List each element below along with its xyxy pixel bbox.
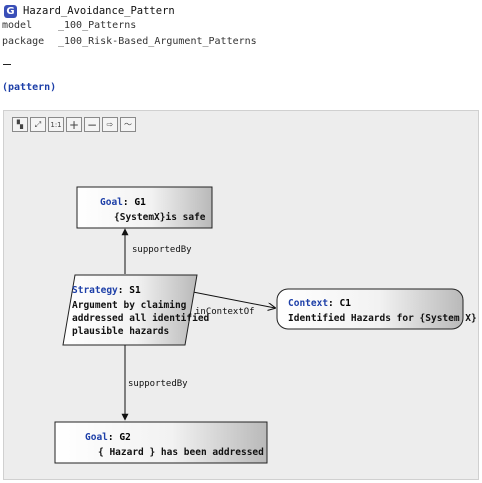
- goal-g2-kind: Goal: [85, 432, 108, 443]
- strategy-s1-id: S1: [129, 285, 141, 296]
- zoom-in-icon[interactable]: +: [66, 117, 82, 132]
- package-value: _100_Risk-Based_Argument_Patterns: [58, 36, 257, 47]
- edge-label-s1-c1: inContextOf: [195, 307, 255, 317]
- context-c1-text: Identified Hazards for {System X}: [288, 313, 477, 324]
- route-icon[interactable]: 〜: [120, 117, 136, 132]
- strategy-s1-node[interactable]: Strategy: S1 Argument by claiming addres…: [62, 274, 210, 346]
- edge-label-s1-g2: supportedBy: [128, 379, 188, 389]
- model-value: _100_Patterns: [58, 20, 137, 31]
- diagram-toolbar: ▚ ⤢ 1:1 + − ⇨ 〜: [12, 117, 136, 132]
- gsn-diagram: supportedBy inContextOf supportedBy Goal…: [54, 186, 477, 464]
- goal-g1-text: {SystemX}is safe: [114, 212, 206, 223]
- model-row: model _100_Patterns: [2, 20, 136, 31]
- pattern-name: Hazard_Avoidance_Pattern: [23, 5, 175, 17]
- svg-text:Context: C1: Context: C1: [288, 298, 351, 309]
- export-icon[interactable]: ⇨: [102, 117, 118, 132]
- layout-icon[interactable]: ▚: [12, 117, 28, 132]
- context-c1-kind: Context: [288, 298, 328, 309]
- strategy-s1-line-3: plausible hazards: [72, 326, 169, 337]
- goal-g2-node[interactable]: Goal: G2 { Hazard } has been addressed: [54, 421, 268, 464]
- gsn-badge-icon: G: [4, 4, 17, 18]
- edge-s1-c1: [192, 291, 275, 308]
- goal-g2-id: G2: [119, 432, 130, 443]
- pattern-title: G Hazard_Avoidance_Pattern: [4, 3, 175, 19]
- actual-size-icon[interactable]: 1:1: [48, 117, 64, 132]
- diagram-canvas[interactable]: ▚ ⤢ 1:1 + − ⇨ 〜 supportedBy inContextOf: [3, 110, 479, 480]
- context-c1-node[interactable]: Context: C1 Identified Hazards for {Syst…: [276, 288, 477, 330]
- goal-g1-kind: Goal: [100, 197, 123, 208]
- goal-g2-text: { Hazard } has been addressed: [98, 447, 264, 458]
- fit-icon[interactable]: ⤢: [30, 117, 46, 132]
- strategy-s1-line-2: addressed all identified: [72, 313, 210, 324]
- separator-mark: [3, 64, 11, 65]
- zoom-out-icon[interactable]: −: [84, 117, 100, 132]
- goal-g1-id: G1: [134, 197, 146, 208]
- model-label: model: [2, 20, 33, 31]
- pattern-keyword: (pattern): [2, 82, 57, 93]
- context-c1-id: C1: [340, 298, 352, 309]
- package-label: package: [2, 36, 45, 47]
- package-row: package _100_Risk-Based_Argument_Patterns: [2, 36, 257, 47]
- svg-text:Strategy: S1: Strategy: S1: [72, 285, 141, 296]
- strategy-s1-kind: Strategy: [72, 285, 118, 296]
- svg-text:Goal: G2: Goal: G2: [85, 432, 131, 443]
- svg-text:Goal: G1: Goal: G1: [100, 197, 146, 208]
- edge-label-s1-g1: supportedBy: [132, 245, 192, 255]
- goal-g1-node[interactable]: Goal: G1 {SystemX}is safe: [76, 186, 213, 229]
- strategy-s1-line-1: Argument by claiming: [72, 300, 187, 311]
